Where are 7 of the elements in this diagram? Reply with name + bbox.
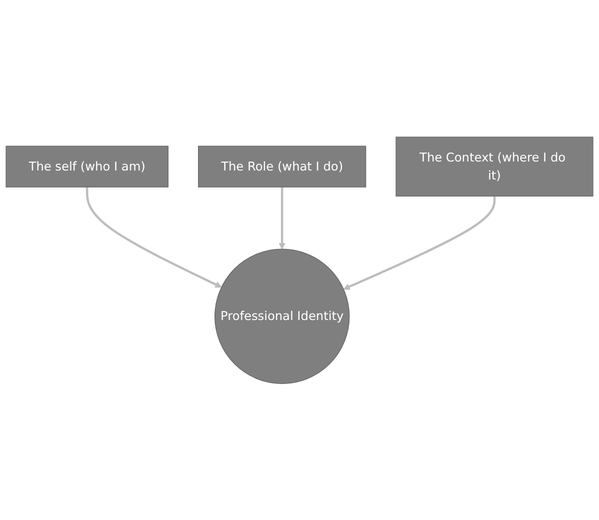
arrow: [278, 186, 286, 250]
node-box: The self (who I am): [6, 145, 168, 188]
node-box: The Context (where I do it): [396, 136, 594, 196]
arrow: [86, 186, 222, 288]
arrow: [343, 196, 496, 290]
node-circle: Professional Identity: [214, 248, 350, 384]
node-box: The Role (what I do): [198, 145, 366, 188]
